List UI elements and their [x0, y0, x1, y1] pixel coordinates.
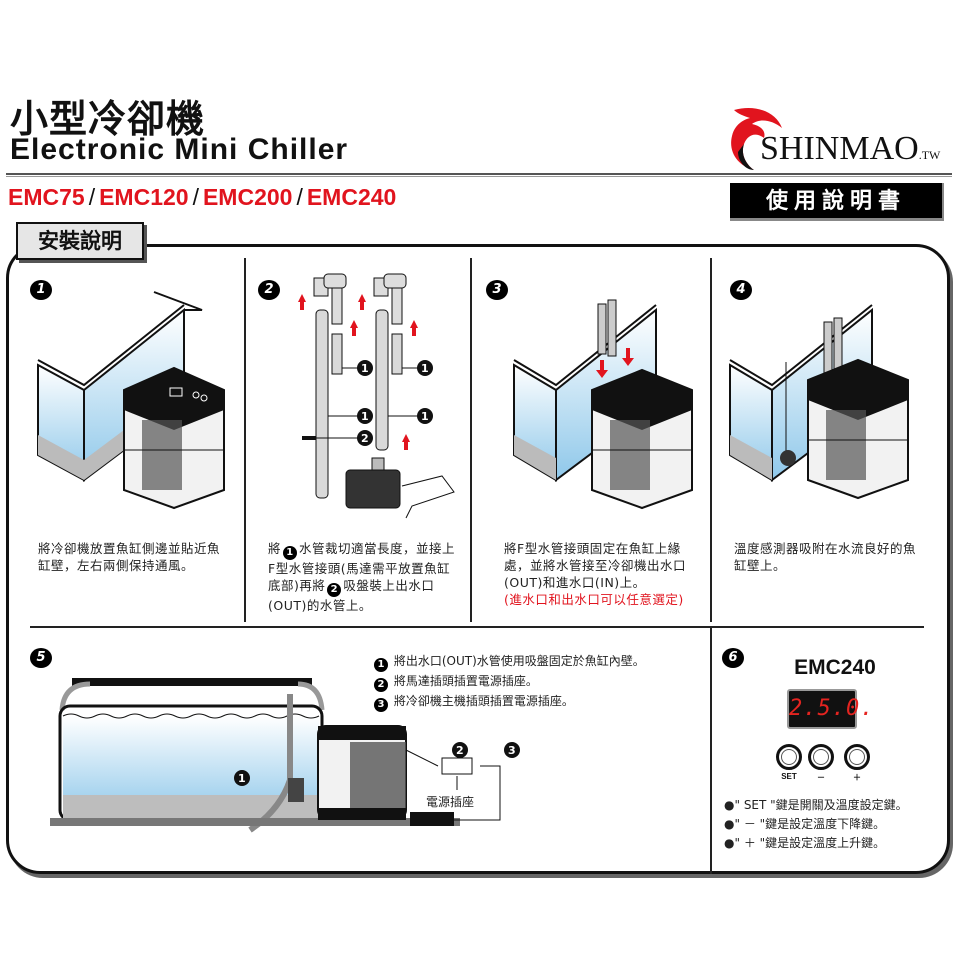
header-rule [6, 173, 952, 177]
brand-text: SHINMAO [760, 130, 919, 167]
model-separator: / [192, 184, 199, 210]
step-3-text: 將F型水管接頭固定在魚缸上緣處，並將水管接至冷卻機出水口(OUT)和進水口(IN… [504, 541, 687, 590]
divider [710, 626, 712, 874]
callout-1: 1 [361, 362, 369, 375]
model-emc200: EMC200 [202, 184, 293, 210]
number-badge: 2 [327, 583, 342, 597]
model-emc240: EMC240 [306, 184, 397, 210]
model-emc75: EMC75 [8, 184, 85, 210]
note-text: " ＋ "鍵是設定溫度上升鍵。 [734, 836, 886, 850]
section-title: 安裝說明 [16, 222, 144, 260]
callout-1: 1 [421, 410, 429, 423]
title-chinese: 小型冷卻機 [10, 97, 206, 141]
step-number-6: 6 [722, 648, 744, 668]
note-text: " － "鍵是設定溫度下降鍵。 [734, 817, 886, 831]
number-badge: 2 [374, 678, 388, 692]
model-emc120: EMC120 [99, 184, 189, 210]
list-item: 1 將出水口(OUT)水管使用吸盤固定於魚缸內壁。 [372, 652, 645, 672]
list-item: 2 將馬達插頭插置電源插座。 [372, 672, 645, 692]
step-number-1: 1 [30, 280, 52, 300]
callout-2: 2 [361, 432, 369, 445]
set-button[interactable] [776, 744, 802, 770]
fix-pipes-to-tank-illustration [513, 299, 693, 510]
title-english: Electronic Mini Chiller [10, 133, 349, 166]
manual-badge: 使用說明書 [730, 183, 944, 221]
text-part: 吸盤裝上出水口(OUT)的水管上。 [268, 578, 435, 613]
model-separator: / [296, 184, 303, 210]
sensor-probe-icon [780, 450, 796, 466]
set-label: SET [781, 772, 797, 781]
step-number-4: 4 [730, 280, 752, 300]
step-3-description: 將F型水管接頭固定在魚缸上緣處，並將水管接至冷卻機出水口(OUT)和進水口(IN… [504, 540, 699, 608]
list-item: 3 將冷卻機主機插頭插置電源插座。 [372, 692, 645, 712]
list-item-text: 將冷卻機主機插頭插置電源插座。 [393, 694, 574, 708]
button-notes: ●" SET "鍵是開關及溫度設定鍵。 ●" － "鍵是設定溫度下降鍵。 ●" … [724, 796, 908, 853]
full-setup-illustration: 1 2 3 電源插座 [50, 678, 520, 833]
list-item-text: 將出水口(OUT)水管使用吸盤固定於魚缸內壁。 [393, 654, 645, 668]
brand-suffix: .TW [918, 148, 941, 162]
number-badge: 1 [374, 658, 388, 672]
shinmao-logo-icon [731, 108, 782, 170]
model-separator: / [88, 184, 96, 210]
number-badge: 3 [374, 698, 388, 712]
minus-button[interactable] [808, 744, 834, 770]
callout-2: 2 [456, 744, 464, 757]
temperature-display: 2.5.0. [787, 689, 873, 729]
plus-button[interactable] [844, 744, 870, 770]
minus-label: － [817, 773, 825, 782]
divider [244, 258, 246, 622]
divider [30, 626, 924, 628]
callout-1: 1 [238, 772, 246, 785]
model-list: EMC75/EMC120/EMC200/EMC240 [8, 184, 396, 211]
bullet-icon: ● [724, 798, 735, 812]
plus-label: ＋ [853, 773, 861, 782]
step-1-description: 將冷卻機放置魚缸側邊並貼近魚缸壁，左右兩側保持通風。 [38, 541, 221, 573]
note-item: ●" － "鍵是設定溫度下降鍵。 [724, 815, 908, 834]
divider [470, 258, 472, 622]
note-text: " SET "鍵是開關及溫度設定鍵。 [734, 798, 908, 812]
pipe-assembly-right [358, 273, 418, 451]
power-socket-icon [441, 757, 473, 775]
bullet-icon: ● [724, 836, 735, 850]
callout-3: 3 [508, 744, 516, 757]
bullet-icon: ● [724, 817, 735, 831]
socket-label: 電源插座 [426, 794, 474, 809]
pipe-assembly-left [298, 273, 358, 499]
step-number-2: 2 [258, 280, 280, 300]
chiller-beside-aquarium-illustration [37, 291, 225, 510]
temperature-sensor-illustration [729, 304, 909, 500]
text-part: 水管裁切適當長度，並接上F型水管接頭(馬達需平放置魚缸底部)再將 [268, 541, 456, 593]
number-badge: 1 [283, 546, 298, 560]
step-number-3: 3 [486, 280, 508, 300]
text-part: 將 [268, 541, 282, 556]
step-number-5: 5 [30, 648, 52, 668]
step-4-description: 溫度感測器吸附在水流良好的魚缸壁上。 [734, 541, 917, 573]
note-item: ●" SET "鍵是開關及溫度設定鍵。 [724, 796, 908, 815]
pipes-and-pump-illustration: 1 1 1 1 2 [298, 273, 455, 519]
brand-name: SHINMAO.TW [760, 130, 940, 168]
callout-1: 1 [361, 410, 369, 423]
callout-1: 1 [421, 362, 429, 375]
pump [345, 457, 455, 519]
table-surface [50, 818, 460, 826]
step-3-note: (進水口和出水口可以任意選定) [504, 592, 684, 607]
divider [710, 258, 712, 622]
control-panel-model: EMC240 [794, 656, 876, 679]
list-item-text: 將馬達插頭插置電源插座。 [393, 674, 538, 688]
step-5-list: 1 將出水口(OUT)水管使用吸盤固定於魚缸內壁。 2 將馬達插頭插置電源插座。… [372, 652, 645, 712]
aquarium-light [72, 678, 312, 686]
note-item: ●" ＋ "鍵是設定溫度上升鍵。 [724, 834, 908, 853]
